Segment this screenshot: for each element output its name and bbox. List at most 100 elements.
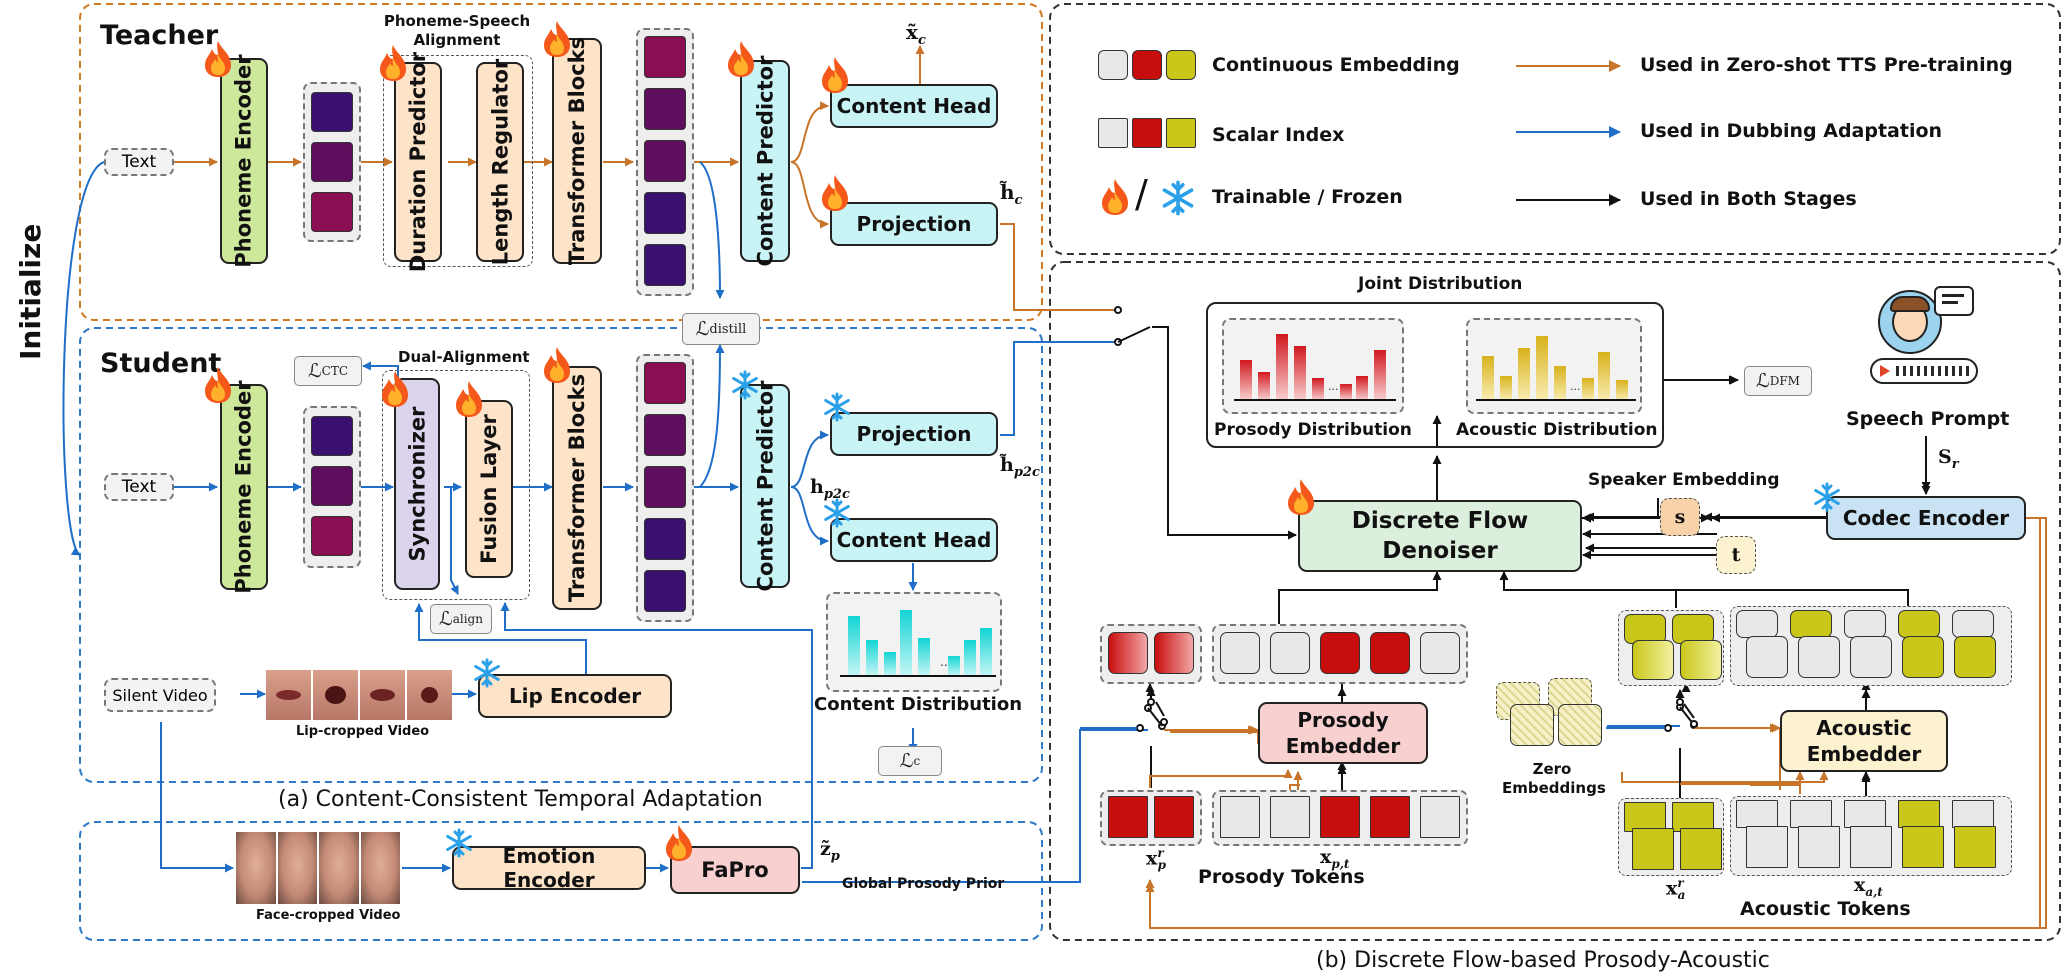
synchronizer: Synchronizer — [394, 378, 440, 590]
hidden-token — [644, 140, 686, 182]
flame-icon — [205, 41, 231, 77]
legend-trainable-frozen: Trainable / Frozen — [1212, 186, 1403, 208]
acoustic-index-token — [1902, 826, 1944, 868]
hidden-token — [644, 466, 686, 508]
flame-icon — [382, 371, 408, 407]
acoustic-tokens-label: Acoustic Tokens — [1740, 898, 1911, 920]
alignment-group — [383, 55, 533, 267]
prosody-embedding-token — [1370, 632, 1410, 674]
fapro: FaPro — [670, 846, 800, 894]
snowflake-icon — [446, 828, 472, 858]
prosody-distribution-label: Prosody Distribution — [1214, 420, 1412, 440]
acoustic-embedder: Acoustic Embedder — [1780, 710, 1948, 772]
embedding-token — [311, 466, 353, 506]
duration-predictor: Duration Predictor — [394, 52, 442, 272]
joint-distribution-box — [1206, 302, 1664, 448]
embedding-token — [311, 416, 353, 456]
prosody-index-token — [1108, 796, 1148, 838]
acoustic-embedding-token — [1954, 636, 1996, 678]
initialize-arrow — [62, 161, 105, 556]
prosody-index-token — [1270, 796, 1310, 838]
prosody-distribution-bars: ... — [1234, 334, 1396, 401]
prosody-index-token — [1154, 796, 1194, 838]
legend-scalar-swatch — [1098, 118, 1198, 150]
svg-text:...: ... — [1328, 380, 1339, 393]
silent-video-label: Silent Video — [112, 685, 208, 705]
hidden-token — [644, 570, 686, 612]
emotion-encoder-label: Emotion Encoder — [502, 844, 596, 892]
lip-cropped-caption: Lip-cropped Video — [296, 724, 430, 739]
teacher-x-c-symbol: x̃c — [906, 20, 926, 48]
flame-icon — [380, 45, 406, 81]
student-transformer-blocks: Transformer Blocks — [552, 366, 602, 610]
snowflake-icon — [1162, 180, 1194, 216]
embedding-token — [311, 92, 353, 132]
embedding-token — [311, 516, 353, 556]
student-projection-label: Projection — [856, 422, 972, 446]
teacher-content-predictor: Content Predictor — [740, 56, 790, 266]
lip-cropped-video-frames — [266, 670, 452, 720]
prosody-embedder: Prosody Embedder — [1258, 702, 1428, 764]
student-content-head-label: Content Head — [836, 528, 992, 552]
silent-video-input: Silent Video — [104, 678, 216, 712]
snowflake-icon — [732, 370, 758, 400]
h-p2c-symbol: hp2c — [810, 476, 850, 502]
snowflake-icon — [1814, 482, 1840, 512]
prosody-embedding-token — [1220, 632, 1260, 674]
flame-icon — [456, 381, 482, 417]
teacher-projection: Projection — [830, 202, 998, 246]
lip-encoder-label: Lip Encoder — [508, 684, 642, 708]
snowflake-icon — [474, 658, 500, 688]
flame-icon — [666, 825, 692, 861]
snowflake-icon — [824, 392, 850, 422]
dual-alignment-group — [382, 370, 530, 600]
speech-prompt-icon — [1868, 286, 1988, 398]
teacher-h-c-symbol: h̃c — [1000, 180, 1023, 208]
acoustic-index-token — [1844, 800, 1886, 828]
legend-slash: / — [1135, 172, 1148, 216]
legend-continuous-swatch — [1098, 50, 1198, 82]
prosody-embedder-label-line1: Prosody — [1297, 708, 1389, 732]
acoustic-embedding-token — [1746, 636, 1788, 678]
acoustic-embedding-token — [1898, 610, 1940, 638]
legend-both: Used in Both Stages — [1640, 188, 1857, 210]
acoustic-distribution-label: Acoustic Distribution — [1456, 420, 1658, 440]
acoustic-distribution-bars: ... — [1476, 336, 1636, 401]
teacher-phoneme-encoder: Phoneme Encoder — [220, 54, 268, 268]
dual-alignment-label: Dual-Alignment — [398, 348, 530, 366]
student-caption: (a) Content-Consistent Temporal Adaptati… — [278, 787, 763, 812]
x-p-r-symbol: xrp — [1146, 846, 1167, 873]
flame-icon — [822, 175, 848, 211]
acoustic-distribution-chart: ... — [1466, 318, 1642, 414]
face-cropped-video-frames — [236, 832, 400, 904]
x-at-symbol: xa,t — [1854, 874, 1883, 899]
prosody-index-token — [1220, 796, 1260, 838]
time-token-t: t — [1716, 536, 1756, 574]
acoustic-embedding-token — [1850, 636, 1892, 678]
acoustic-embedding-token — [1844, 610, 1886, 638]
codec-encoder: Codec Encoder — [1826, 496, 2026, 540]
student-phoneme-encoder: Phoneme Encoder — [220, 380, 268, 594]
flow-panel — [1049, 261, 2061, 941]
fusion-layer: Fusion Layer — [465, 400, 513, 578]
teacher-content-head-label: Content Head — [836, 94, 992, 118]
student-projection: Projection — [830, 412, 998, 456]
legend-continuous-embedding: Continuous Embedding — [1212, 54, 1460, 76]
content-distribution-chart: ... — [826, 592, 1002, 692]
content-distribution-label: Content Distribution — [814, 694, 1023, 715]
acoustic-embedding-token — [1952, 610, 1994, 638]
embedding-token — [311, 192, 353, 232]
joint-distribution-label: Joint Distribution — [1358, 274, 1523, 294]
hidden-token — [644, 88, 686, 130]
acoustic-embedding-token — [1632, 640, 1674, 680]
